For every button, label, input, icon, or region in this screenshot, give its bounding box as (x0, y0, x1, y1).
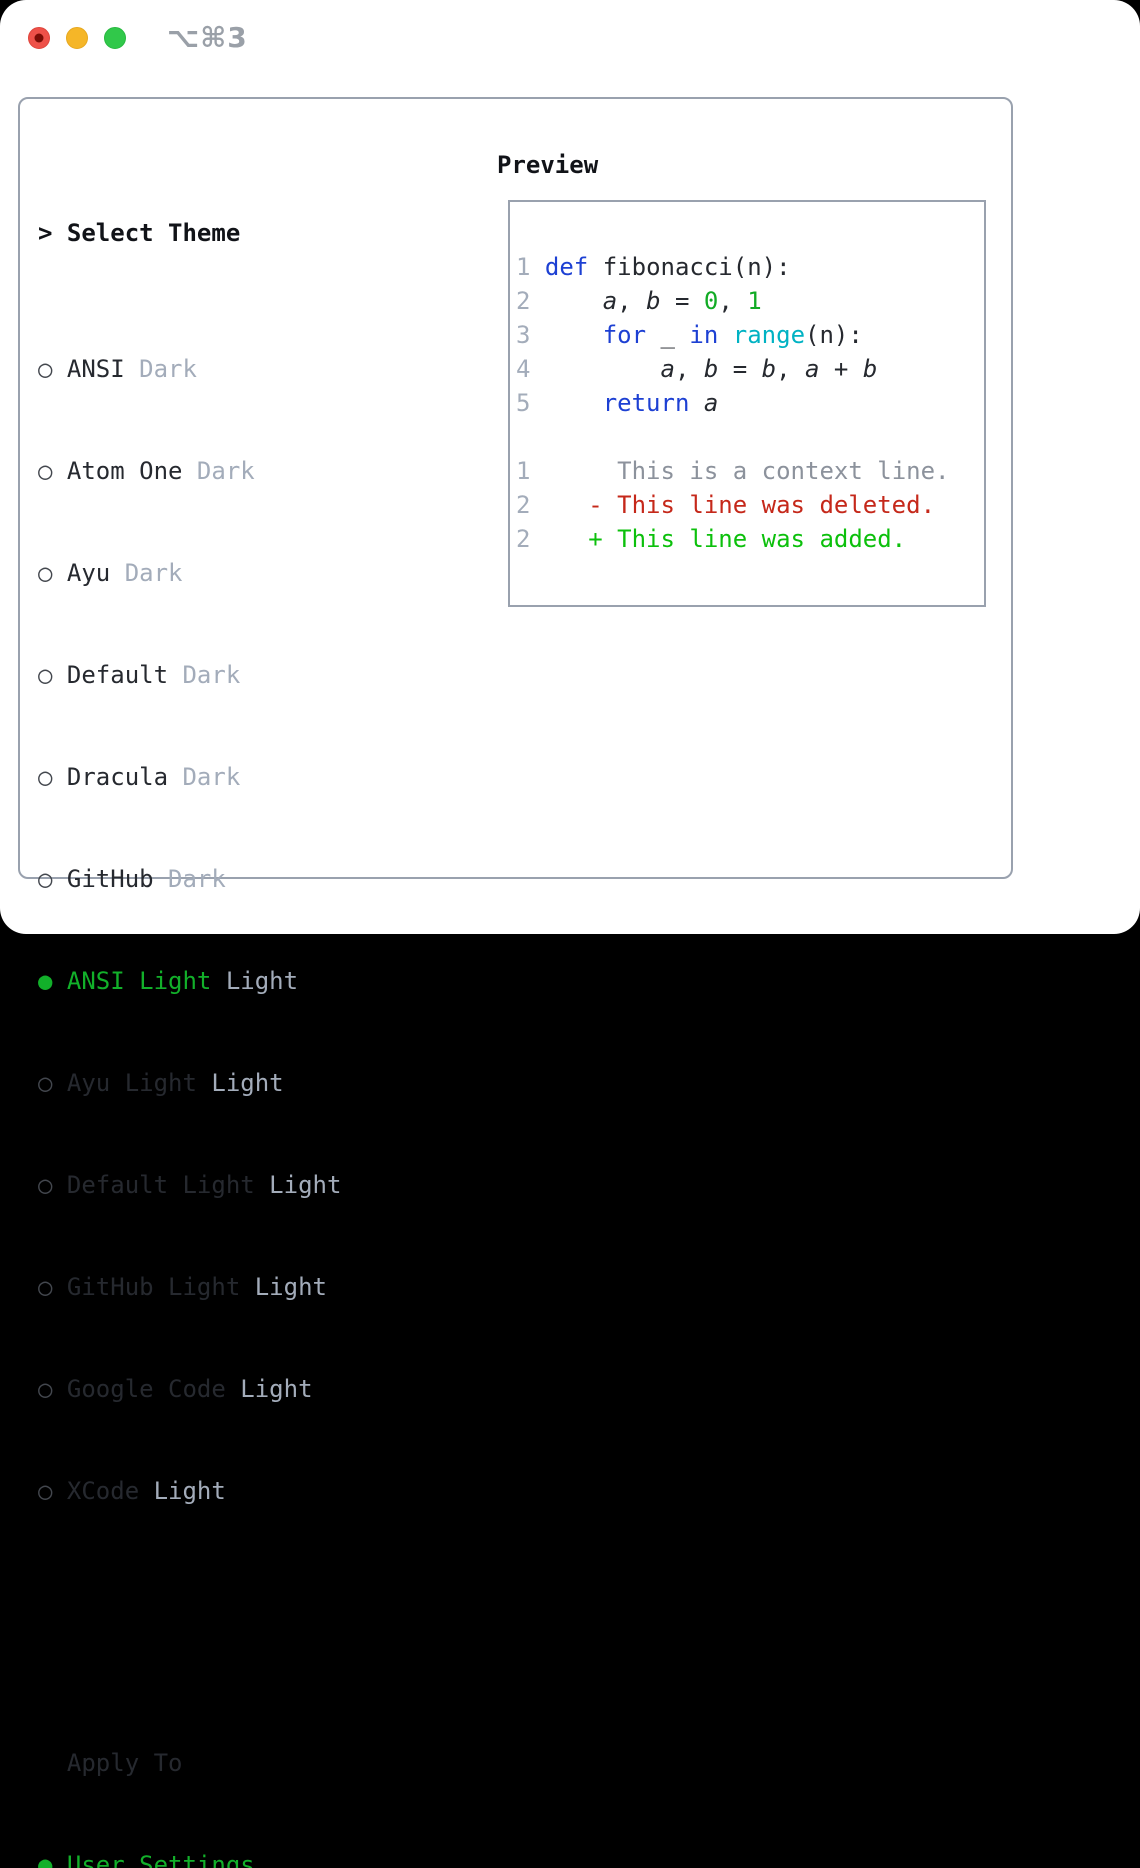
radio-icon: ○ (38, 559, 53, 587)
select-theme-header: > Select Theme (38, 216, 443, 250)
code-line-blank (516, 420, 984, 454)
radio-icon: ○ (38, 1273, 53, 1301)
radio-icon: ○ (38, 1069, 53, 1097)
traffic-lights (28, 27, 126, 49)
radio-selected-icon: ● (38, 1851, 53, 1868)
window-shortcut-label: ⌥⌘3 (167, 21, 248, 54)
zoom-button[interactable] (104, 27, 126, 49)
diff-deleted-line: 2 - This line was deleted. (516, 491, 936, 519)
preview-header: Preview (497, 151, 599, 179)
close-button[interactable] (28, 27, 50, 49)
focus-caret-icon: > (38, 219, 53, 247)
radio-icon: ○ (38, 1477, 53, 1505)
radio-selected-icon: ● (38, 967, 53, 995)
radio-icon: ○ (38, 457, 53, 485)
code-line: 3 for _ in range(n): (516, 321, 863, 349)
code-line: 4 a, b = b, a + b (516, 355, 878, 383)
diff-context-line: 1 This is a context line. (516, 457, 950, 485)
preview-pane: 1 def fibonacci(n): 2 a, b = 0, 1 3 for _ … (508, 200, 986, 607)
radio-icon: ○ (38, 865, 53, 893)
radio-icon: ○ (38, 1171, 53, 1199)
radio-icon: ○ (38, 661, 53, 689)
radio-icon: ○ (38, 1375, 53, 1403)
code-preview: 1 def fibonacci(n): 2 a, b = 0, 1 3 for _ … (510, 202, 984, 556)
code-line: 1 def fibonacci(n): (516, 253, 791, 281)
minimize-button[interactable] (66, 27, 88, 49)
spacer (38, 1610, 443, 1644)
apply-option-user-settings[interactable]: ●User Settings (38, 1848, 443, 1868)
radio-icon: ○ (38, 355, 53, 383)
code-line: 5 return a (516, 389, 719, 417)
radio-icon: ○ (38, 763, 53, 791)
code-line: 2 a, b = 0, 1 (516, 287, 762, 315)
select-theme-title: Select Theme (66, 219, 241, 247)
diff-added-line: 2 + This line was added. (516, 525, 907, 553)
apply-to-header: Apply To (66, 1749, 183, 1777)
